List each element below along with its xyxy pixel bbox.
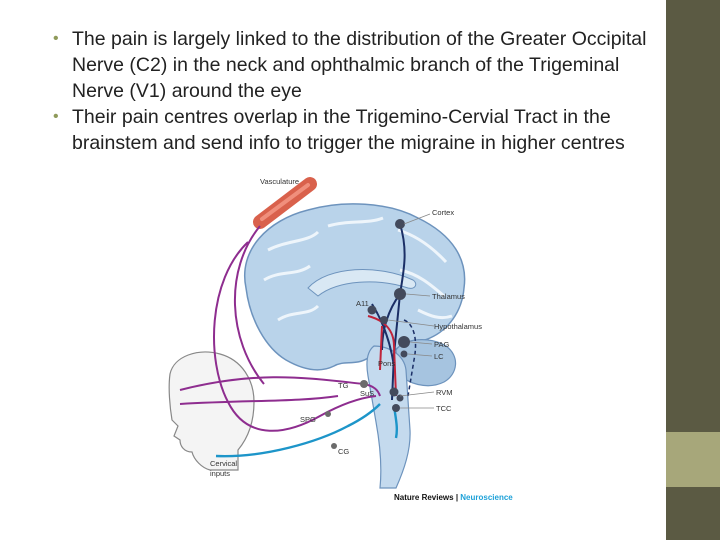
- credit-journal: Nature Reviews: [394, 493, 454, 502]
- node-sus: [389, 387, 399, 397]
- migraine-pathway-figure: Vasculature Cortex A11 Thalamus Hypothal…: [168, 170, 532, 506]
- node-a11: [367, 305, 377, 315]
- accent-bar-middle: [666, 432, 720, 487]
- label-rvm: RVM: [436, 388, 453, 397]
- node-pag: [398, 336, 410, 348]
- label-cg: CG: [338, 447, 349, 456]
- label-lc: LC: [434, 352, 444, 361]
- node-hypothalamus: [380, 316, 388, 324]
- node-spg: [325, 411, 331, 417]
- label-tcc: TCC: [436, 404, 452, 413]
- node-rvm: [396, 394, 404, 402]
- pathway-purple: [179, 225, 381, 432]
- bullet-text: The pain is largely linked to the distri…: [72, 28, 647, 102]
- leader-lines: [387, 213, 435, 409]
- accent-bar-bottom: [666, 487, 720, 540]
- accent-bar-top: [666, 0, 720, 432]
- label-cortex: Cortex: [432, 208, 454, 217]
- bullet-item: • The pain is largely linked to the dist…: [52, 26, 662, 104]
- head-outline: [168, 351, 255, 471]
- label-thalamus: Thalamus: [432, 292, 465, 301]
- bullet-icon: •: [53, 30, 59, 47]
- label-a11: A11: [356, 299, 369, 308]
- brain-outline: [244, 203, 466, 371]
- label-sus: SuS: [360, 389, 374, 398]
- pathway-red: [367, 315, 397, 397]
- label-inputs: inputs: [210, 469, 230, 478]
- bullet-icon: •: [53, 108, 59, 125]
- node-tg: [360, 380, 368, 388]
- pathway-dashed: [403, 319, 417, 397]
- brain-diagram: Vasculature Cortex A11 Thalamus Hypothal…: [168, 177, 513, 502]
- node-lc: [400, 350, 408, 358]
- credit-separator: |: [454, 493, 461, 502]
- label-tg: TG: [338, 381, 349, 390]
- brainstem: [366, 345, 411, 489]
- cerebellum: [395, 339, 457, 387]
- label-pons: Pons: [378, 359, 395, 368]
- node-cg: [331, 443, 337, 449]
- node-cortex: [395, 219, 405, 229]
- node-thalamus: [394, 288, 406, 300]
- label-pag: PAG: [434, 340, 449, 349]
- label-spg: SPG: [300, 415, 316, 424]
- label-hypothalamus: Hypothalamus: [434, 322, 482, 331]
- figure-credit: Nature Reviews | Neuroscience: [394, 493, 513, 502]
- bullet-list: • The pain is largely linked to the dist…: [52, 26, 662, 156]
- bullet-text: Their pain centres overlap in the Trigem…: [72, 106, 625, 154]
- node-tcc: [392, 404, 400, 412]
- credit-section: Neuroscience: [460, 493, 513, 502]
- corpus-callosum: [307, 269, 417, 297]
- brain-gyri: [263, 216, 453, 322]
- label-vasculature: Vasculature: [260, 177, 299, 186]
- label-cervical: Cervical: [210, 459, 237, 468]
- bullet-item: • Their pain centres overlap in the Trig…: [52, 104, 662, 156]
